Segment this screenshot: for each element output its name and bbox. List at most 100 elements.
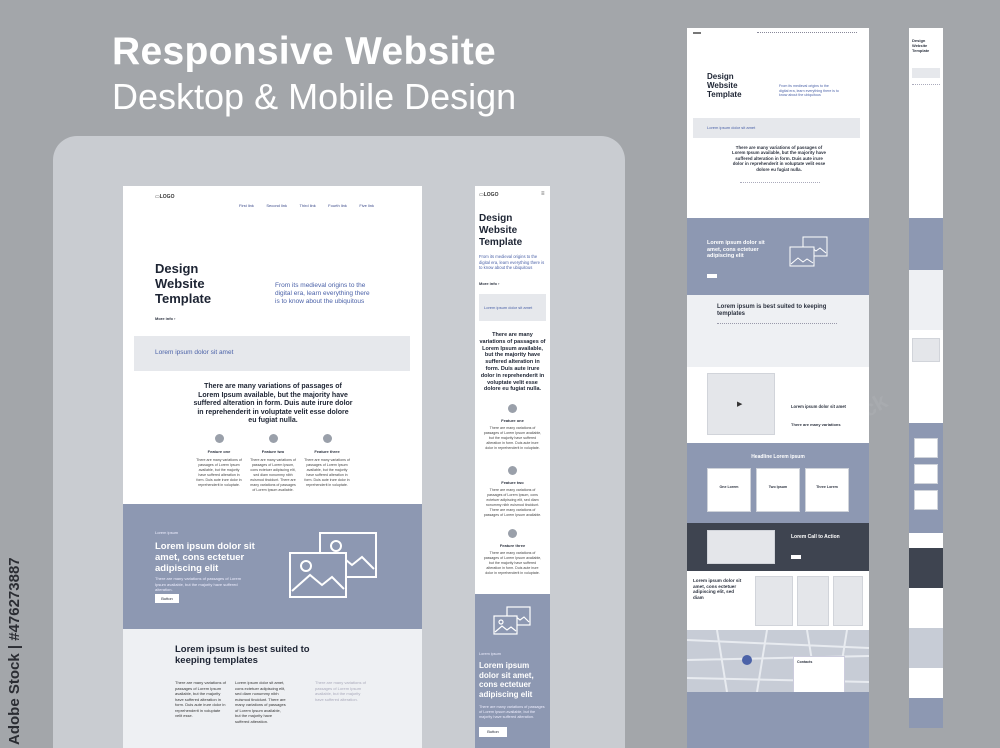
gallery-image-3 — [833, 576, 863, 626]
cta-button[interactable] — [791, 555, 801, 559]
footer — [687, 692, 869, 748]
card-title: One Lorem — [719, 485, 739, 489]
feature-text: There are many variations of passages of… — [483, 551, 542, 575]
feature-dot — [508, 466, 517, 475]
mini-card-3[interactable] — [914, 490, 938, 510]
stock-credit: Adobe Stock | #476273887 — [6, 557, 23, 745]
nav-link-4[interactable]: Fourth link — [328, 203, 347, 208]
full-page-desktop: Design Website Template From its medieva… — [687, 28, 869, 748]
full-info-band — [693, 118, 860, 138]
mini-map — [909, 628, 943, 668]
mini-card-2[interactable] — [914, 464, 938, 484]
desktop-mockup: ▭LOGO First link Second link Third link … — [123, 186, 422, 748]
feature-name: Feature three — [314, 449, 340, 454]
feature-text: There are many variations of passages of… — [250, 458, 296, 492]
mobile-image-icon — [493, 606, 531, 636]
cards-headline: Headline Lorem ipsum — [751, 454, 805, 460]
mobile-blue-kicker: Lorem ipsum — [479, 652, 501, 656]
full-page-mobile: Design Website Template — [909, 28, 943, 728]
mini-video[interactable] — [912, 338, 940, 362]
mobile-feature-3: Feature three There are many variations … — [483, 529, 542, 576]
feature-text: There are many variations of passages of… — [483, 426, 542, 450]
hero-title: Design Website Template — [155, 261, 212, 306]
mobile-blue-text: There are many variations of passages of… — [479, 705, 545, 719]
more-info-link[interactable]: More info › — [155, 316, 176, 321]
mobile-feature-2: Feature two There are many variations of… — [483, 466, 542, 518]
feature-name: Feature three — [499, 543, 526, 548]
mini-footer — [909, 698, 943, 728]
mobile-info-band — [479, 294, 546, 321]
card-1[interactable]: One Lorem — [707, 468, 751, 512]
feature-1: Feature one There are many variations of… — [195, 434, 243, 488]
info-band — [134, 336, 410, 371]
feature-text: There are many variations of passages of… — [483, 488, 542, 517]
logo[interactable]: ▭LOGO — [155, 194, 175, 200]
nav-link-2[interactable]: Second link — [266, 203, 288, 208]
mobile-intro: There are many variations of passages of… — [479, 332, 546, 393]
full-info-band-text: Lorem ipsum dolor sit amet — [707, 125, 756, 130]
templates-col-1: There are many variations of passages of… — [175, 680, 226, 718]
nav-link-3[interactable]: Third link — [299, 203, 316, 208]
full-blue-button[interactable] — [707, 274, 717, 278]
blue-title: Lorem ipsum dolor sit amet, cons ectetue… — [155, 541, 255, 574]
mini-blue — [909, 218, 943, 270]
card-title: Two Ipsum — [768, 485, 788, 489]
feature-name: Feature one — [207, 449, 231, 454]
nav-dots — [757, 32, 857, 34]
top-nav: First link Second link Third link Fourth… — [231, 194, 374, 212]
feature-dot — [214, 434, 224, 443]
feature-dot — [508, 529, 517, 538]
info-band-text: Lorem ipsum dolor sit amet — [155, 349, 234, 356]
card-title: Three Lorem — [816, 485, 838, 489]
mobile-blue-button[interactable]: Button — [479, 727, 507, 737]
feature-name: Feature two — [501, 480, 524, 485]
hamburger-icon[interactable]: ≡ — [541, 191, 545, 197]
gallery-image-2 — [797, 576, 829, 626]
mini-title: Design Website Template — [912, 38, 930, 53]
card-2[interactable]: Two Ipsum — [756, 468, 800, 512]
mobile-info-band-text: Lorem ipsum dolor sit amet — [484, 305, 533, 310]
mobile-mockup: ▭LOGO ≡ Design Website Template From its… — [475, 186, 550, 748]
templates-col-2: Lorem ipsum dolor sit amet, cons ectetue… — [235, 680, 286, 724]
play-icon[interactable]: ▶ — [737, 401, 743, 408]
full-hero-title: Design Website Template — [707, 72, 742, 99]
mobile-logo[interactable]: ▭LOGO — [479, 192, 499, 198]
contact-title: Contacts — [797, 660, 813, 664]
full-hero-text: From its medieval origins to the digital… — [779, 84, 839, 98]
feature-dot — [322, 434, 332, 443]
hero-text: From its medieval origins to the digital… — [275, 282, 370, 305]
feature-dot — [268, 434, 278, 443]
blue-button[interactable]: Button — [155, 594, 179, 603]
image-placeholder-icon — [288, 531, 378, 603]
video-placeholder[interactable] — [707, 373, 775, 435]
feature-name: Feature one — [501, 418, 524, 423]
full-features — [740, 182, 820, 212]
gallery-image-1 — [755, 576, 793, 626]
nav-link-5[interactable]: Five link — [359, 203, 374, 208]
feature-dot — [508, 404, 517, 413]
card-3[interactable]: Three Lorem — [805, 468, 849, 512]
feature-3: Feature three There are many variations … — [303, 434, 351, 488]
gallery-title: Lorem ipsum dolor sit amet, cons ectetue… — [693, 578, 742, 600]
mobile-more-link[interactable]: More info › — [479, 281, 500, 286]
full-image-icon — [789, 236, 829, 268]
mini-cta — [909, 548, 943, 588]
mini-features — [912, 84, 940, 204]
feature-name: Feature two — [261, 449, 285, 454]
nav-link-1[interactable]: First link — [239, 203, 254, 208]
full-templates-section — [687, 295, 869, 367]
page-subtitle: Desktop & Mobile Design — [112, 76, 517, 117]
full-blue-section — [687, 218, 869, 295]
mobile-hero-title: Design Website Template — [479, 213, 523, 248]
cta-title: Lorem Call to Action — [791, 534, 840, 540]
mini-card-1[interactable] — [914, 438, 938, 458]
video-sub: There are many variations — [791, 422, 841, 427]
full-templates-title: Lorem ipsum is best suited to keeping te… — [717, 304, 827, 317]
mobile-feature-1: Feature one There are many variations of… — [483, 404, 542, 451]
full-templates-columns — [717, 323, 837, 353]
intro-text: There are many variations of passages of… — [193, 383, 353, 424]
cta-image — [707, 530, 775, 564]
full-blue-title: Lorem ipsum dolor sit amet, cons ectetue… — [707, 240, 765, 259]
templates-title: Lorem ipsum is best suited to keeping te… — [175, 644, 310, 666]
feature-2: Feature two There are many variations of… — [249, 434, 297, 493]
